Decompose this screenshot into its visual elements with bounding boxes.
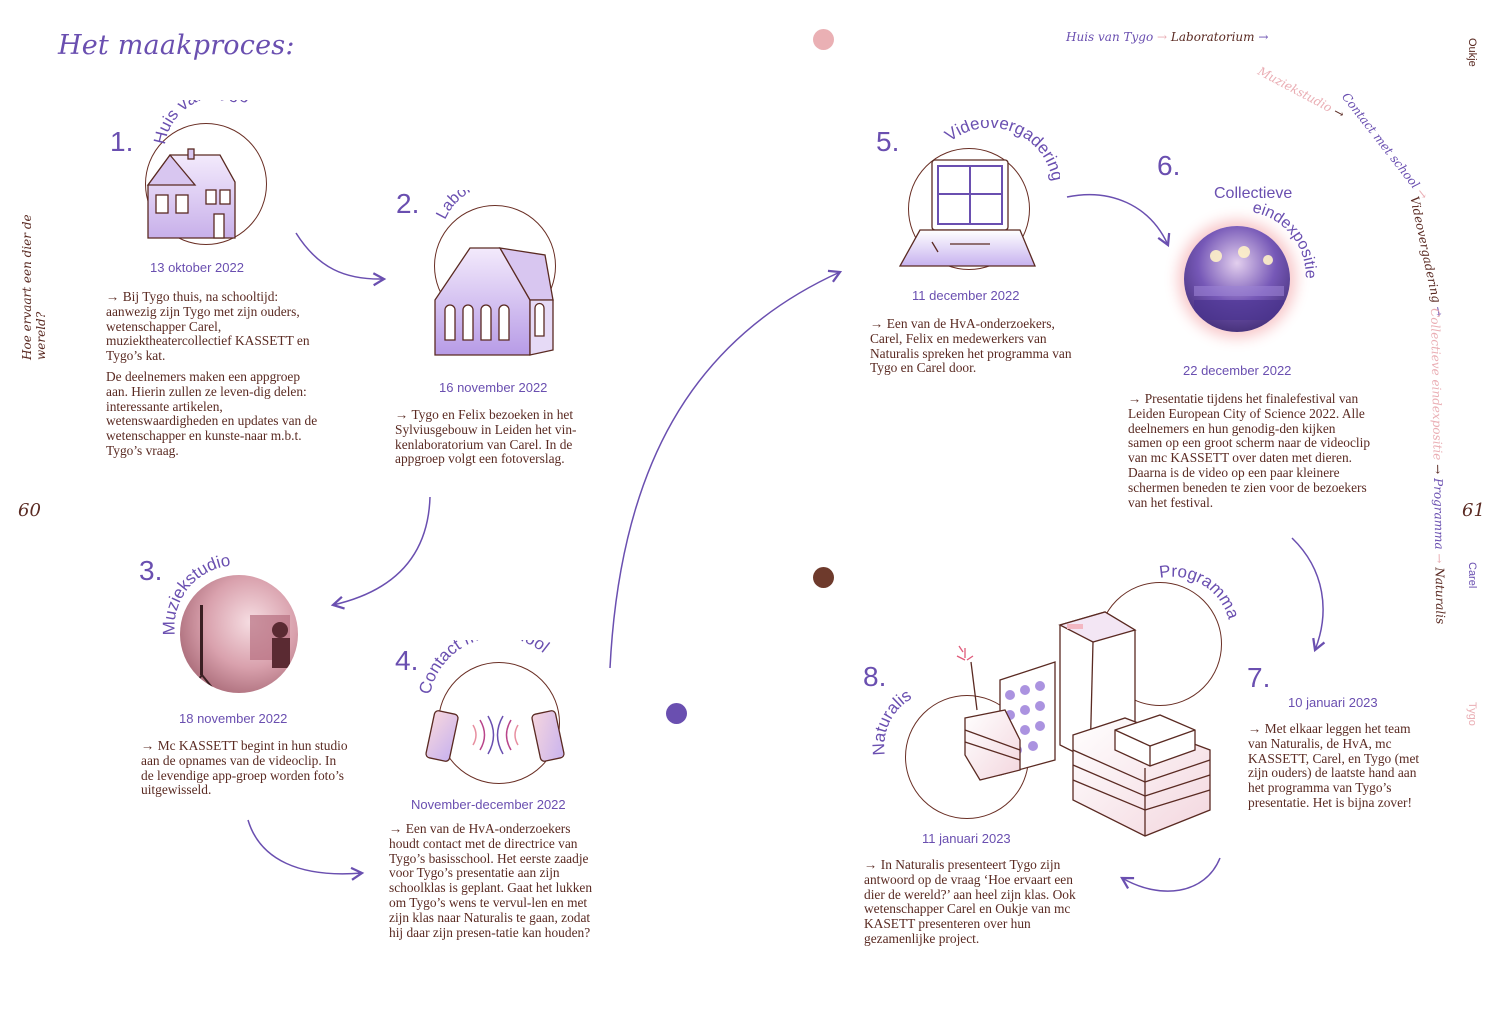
studio-photo-icon xyxy=(189,605,290,691)
step-3-date: 18 november 2022 xyxy=(179,711,288,726)
step-1-number: 1. xyxy=(110,126,134,157)
step-2-text: → Tygo en Felix bezoeken in het Sylviusg… xyxy=(395,407,605,473)
svg-text:Contact met school: Contact met school xyxy=(418,640,553,696)
signal-waves-icon xyxy=(472,715,519,755)
step-8-number: 8. xyxy=(863,661,887,692)
purple-dot xyxy=(666,703,687,724)
step-1-paragraph-1: → Bij Tygo thuis, na schooltijd: aanwezi… xyxy=(106,289,310,364)
naturalis-building-illustration xyxy=(956,611,1211,837)
step-5-date: 11 december 2022 xyxy=(912,288,1020,303)
arrow-4-5 xyxy=(609,269,843,669)
step-1-paragraph-2: De deelnemers maken een appgroep aan. Hi… xyxy=(106,368,318,458)
route-arrow-icon: → xyxy=(1258,30,1269,44)
step-3-number: 3. xyxy=(139,555,163,586)
step-4-label: Contact met school xyxy=(418,640,553,696)
laptop-icon xyxy=(898,159,1036,267)
step-5-circle xyxy=(908,148,1030,270)
route-item-huis: Huis van Tygo xyxy=(1066,30,1154,44)
step-1-text: → Bij Tygo thuis, na schooltijd: aanwezi… xyxy=(106,289,321,465)
arrow-2-3 xyxy=(330,496,431,610)
page-number-left: 60 xyxy=(18,500,41,521)
step-1-circle xyxy=(145,123,267,245)
step-6-photo xyxy=(1184,226,1290,332)
step-4-text: → Een van de HvA-onderzoekers houdt cont… xyxy=(389,821,604,946)
step-8-text: → In Naturalis presenteert Tygo zijn ant… xyxy=(864,857,1089,953)
step-4-illustration: Contact met school xyxy=(418,640,565,762)
step-3-photo xyxy=(180,575,298,693)
svg-text:Huis van Tygo: Huis van Tygo xyxy=(150,100,253,146)
step-6-label-line2: eindexpositie xyxy=(1251,199,1319,279)
step-2-illustration: Laboratorium xyxy=(433,190,554,356)
route-list: Huis van Tygo → Laboratorium → Muziekstu… xyxy=(1066,30,1466,624)
step-5-number: 5. xyxy=(876,126,900,157)
name-tygo: Tygo xyxy=(1466,702,1478,726)
step-6-label-arc: Collectieve eindexpositie xyxy=(1214,185,1319,279)
step-8-label-arc: Naturalis xyxy=(869,686,915,756)
brown-dot xyxy=(813,567,834,588)
step-6-paragraph-1: → Presentatie tijdens het finalefestival… xyxy=(1128,391,1371,510)
step-2-number: 2. xyxy=(396,188,420,219)
name-carel: Carel xyxy=(1466,562,1478,589)
step-3-label: Muziekstudio xyxy=(159,551,231,636)
step-6-number: 6. xyxy=(1157,150,1181,181)
page-number-right: 61 xyxy=(1462,500,1485,521)
step-4-number: 4. xyxy=(395,645,419,676)
exhibition-hall-icon xyxy=(1194,246,1284,320)
arrow-3-4 xyxy=(247,819,365,881)
name-oukje: Oukje xyxy=(1466,38,1478,67)
step-6-text: → Presentatie tijdens het finalefestival… xyxy=(1128,391,1373,516)
svg-text:eindexpositie: eindexpositie xyxy=(1251,199,1319,279)
step-5-illustration: Videovergadering xyxy=(898,120,1060,267)
step-1-date: 13 oktober 2022 xyxy=(150,260,244,275)
arrow-1-2 xyxy=(295,232,387,287)
step-8-paragraph-1: → In Naturalis presenteert Tygo zijn ant… xyxy=(864,857,1076,946)
route-arrow-icon: → xyxy=(1157,30,1168,44)
step-7-text: → Met elkaar leggen het team van Natural… xyxy=(1248,721,1433,817)
step-2-date: 16 november 2022 xyxy=(439,380,548,395)
step-5-paragraph-1: → Een van de HvA-onderzoekers, Carel, Fe… xyxy=(870,316,1072,376)
svg-text:Naturalis: Naturalis xyxy=(869,686,915,756)
step-4-paragraph-1: → Een van de HvA-onderzoekers houdt cont… xyxy=(389,821,593,940)
step-8-date: 11 januari 2023 xyxy=(922,831,1011,846)
route-item-laboratorium: Laboratorium xyxy=(1170,30,1255,44)
laboratory-building-icon xyxy=(434,247,554,356)
step-3-paragraph-1: → Mc KASSETT begint in hun studio aan de… xyxy=(141,738,348,798)
step-7-number: 7. xyxy=(1247,662,1271,693)
svg-text:Muziekstudio: Muziekstudio xyxy=(159,551,231,636)
step-8-label: Naturalis xyxy=(869,686,915,756)
page-title: Het maakproces: xyxy=(58,30,295,61)
arrow-6-7 xyxy=(1291,537,1326,653)
step-3-label-arc: Muziekstudio xyxy=(159,551,231,636)
step-1-illustration: Huis van Tygo xyxy=(146,100,253,239)
step-6-label-line1: Collectieve xyxy=(1214,185,1292,202)
step-1-label: Huis van Tygo xyxy=(150,100,253,146)
house-icon xyxy=(146,148,236,239)
spark-icon xyxy=(956,645,974,661)
step-6-date: 22 december 2022 xyxy=(1183,363,1292,378)
arrow-7-8 xyxy=(1120,857,1221,892)
step-2-label: Laboratorium xyxy=(433,190,528,222)
step-4-date: November-december 2022 xyxy=(411,797,566,812)
step-2-paragraph-1: → Tygo en Felix bezoeken in het Sylviusg… xyxy=(395,407,577,467)
step-7-paragraph-1: → Met elkaar leggen het team van Natural… xyxy=(1248,721,1420,810)
pink-dot xyxy=(813,29,834,50)
phones-icon xyxy=(425,710,565,762)
arrow-5-6 xyxy=(1066,193,1171,248)
step-5-text: → Een van de HvA-onderzoekers, Carel, Fe… xyxy=(870,316,1085,382)
step-3-text: → Mc KASSETT begint in hun studio aan de… xyxy=(141,738,351,804)
svg-text:Laboratorium: Laboratorium xyxy=(433,190,528,222)
step-7-date: 10 januari 2023 xyxy=(1288,695,1378,710)
